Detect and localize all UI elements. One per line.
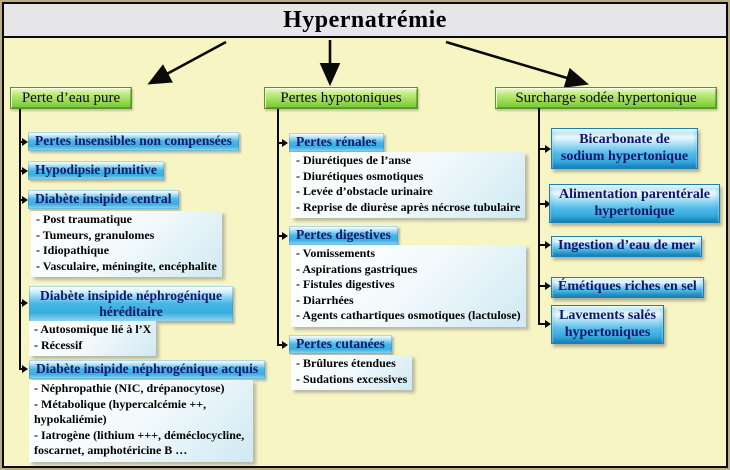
node-label: Diabète insipide néphrogénique héréditai… — [39, 288, 223, 319]
arrow-icon — [277, 341, 288, 349]
node-label: Émétiques riches en sel — [558, 279, 697, 294]
node-ingestion-eau-mer: Ingestion d’eau de mer — [551, 236, 703, 257]
node-label: Diabète insipide néphrogénique acquis — [36, 361, 259, 376]
panel-pertes-renales: - Diurétiques de l’anse - Diurétiques os… — [291, 152, 526, 218]
node-lavements-sales: Lavements salés hypertoniques — [551, 305, 664, 344]
page-title: Hypernatrémie — [283, 6, 447, 33]
node-label: Ingestion d’eau de mer — [558, 238, 696, 253]
node-alimentation-parenterale: Alimentation parentérale hypertonique — [549, 184, 720, 223]
panel-diabete-central: - Post traumatique - Tumeurs, granulomes… — [31, 211, 222, 277]
node-label: Pertes rénales — [296, 134, 377, 149]
detail-line: - Autosomique lié à l’X — [34, 322, 152, 336]
branch-label: Surcharge sodée hypertonique — [515, 89, 697, 106]
detail-line: - Reprise de diurèse après nécrose tubul… — [296, 199, 521, 214]
arrow-icon — [538, 200, 551, 208]
panel-pertes-digestives: - Vomissements - Aspirations gastriques … — [291, 245, 526, 327]
arrow-icon — [277, 232, 288, 240]
detail-line: - Agents cathartiques osmotiques (lactul… — [296, 308, 521, 322]
arrow-icon — [19, 167, 28, 175]
node-pertes-insensibles: Pertes insensibles non compensées — [28, 132, 239, 151]
connector-vline-left — [19, 109, 21, 370]
detail-line: - Tumeurs, granulomes — [36, 227, 155, 242]
branch-pertes-hypotoniques: Pertes hypotoniques — [264, 87, 418, 109]
panel-diabete-nephro-acquis: - Néphropathie (NIC, drépanocytose) - Mé… — [29, 380, 253, 462]
arrow-icon — [19, 365, 28, 373]
node-label: Lavements salés hypertoniques — [559, 308, 656, 340]
arrow-icon — [538, 145, 551, 153]
branch-label: Perte d’eau pure — [21, 89, 121, 106]
detail-line: - Sudations excessives — [296, 371, 408, 386]
node-emetiques-sel: Émétiques riches en sel — [551, 277, 704, 298]
node-label: Diabète insipide central — [35, 191, 172, 206]
node-diabete-nephro-acquis: Diabète insipide néphrogénique acquis — [29, 360, 266, 379]
detail-line: - Idiopathique — [36, 243, 110, 257]
node-pertes-renales: Pertes rénales — [289, 133, 384, 152]
detail-line: - Récessif — [34, 337, 83, 352]
detail-line: - Fistules digestives — [296, 277, 395, 291]
detail-line: - Iatrogène (lithium +++, déméclocycline… — [34, 427, 245, 458]
detail-line: - Brûlures étendues — [296, 356, 396, 370]
arrow-icon — [19, 299, 28, 307]
node-diabete-nephro-hereditaire: Diabète insipide néphrogénique héréditai… — [29, 286, 233, 322]
connector-vline-right — [538, 108, 540, 325]
arrow-icon — [277, 139, 288, 147]
arrow-icon — [538, 241, 551, 249]
panel-pertes-cutanees: - Brûlures étendues - Sudations excessiv… — [291, 355, 413, 390]
arrow-icon — [19, 138, 28, 146]
branch-label: Pertes hypotoniques — [280, 89, 402, 106]
detail-line: - Diurétiques osmotiques — [296, 168, 424, 183]
node-pertes-cutanees: Pertes cutanées — [289, 335, 392, 354]
detail-line: - Vomissements — [296, 246, 376, 260]
branch-perte-eau-pure: Perte d’eau pure — [10, 87, 132, 109]
connector-vline-middle — [277, 109, 279, 346]
arrow-icon — [538, 320, 551, 328]
title-bar: Hypernatrémie — [4, 4, 726, 38]
detail-line: - Métabolique (hypercalcémie ++, hypokal… — [34, 396, 207, 427]
detail-line: - Diarrhées — [296, 292, 354, 307]
detail-line: - Aspirations gastriques — [296, 261, 418, 276]
panel-diabete-nephro-hereditaire: - Autosomique lié à l’X - Récessif — [29, 321, 157, 356]
node-bicarbonate-sodium: Bicarbonate de sodium hypertonique — [551, 128, 698, 169]
branch-arrows-icon — [147, 40, 589, 88]
node-pertes-digestives: Pertes digestives — [289, 226, 398, 245]
node-label: Pertes cutanées — [296, 336, 385, 351]
node-label: Pertes insensibles non compensées — [35, 133, 232, 148]
node-diabete-central: Diabète insipide central — [28, 190, 179, 209]
branch-surcharge-sodee: Surcharge sodée hypertonique — [495, 87, 717, 109]
detail-line: - Vasculaire, méningite, encéphalite — [36, 258, 217, 273]
detail-line: - Post traumatique — [36, 212, 132, 226]
node-hypodipsie: Hypodipsie primitive — [28, 161, 164, 180]
detail-line: - Néphropathie (NIC, drépanocytose) — [34, 381, 225, 395]
node-label: Pertes digestives — [296, 227, 391, 242]
arrow-icon — [19, 196, 28, 204]
node-label: Alimentation parentérale hypertonique — [559, 187, 710, 219]
detail-line: - Levée d’obstacle urinaire — [296, 184, 433, 198]
detail-line: - Diurétiques de l’anse — [296, 153, 411, 167]
arrow-icon — [538, 282, 551, 290]
node-label: Bicarbonate de sodium hypertonique — [560, 132, 689, 164]
node-label: Hypodipsie primitive — [35, 162, 157, 177]
